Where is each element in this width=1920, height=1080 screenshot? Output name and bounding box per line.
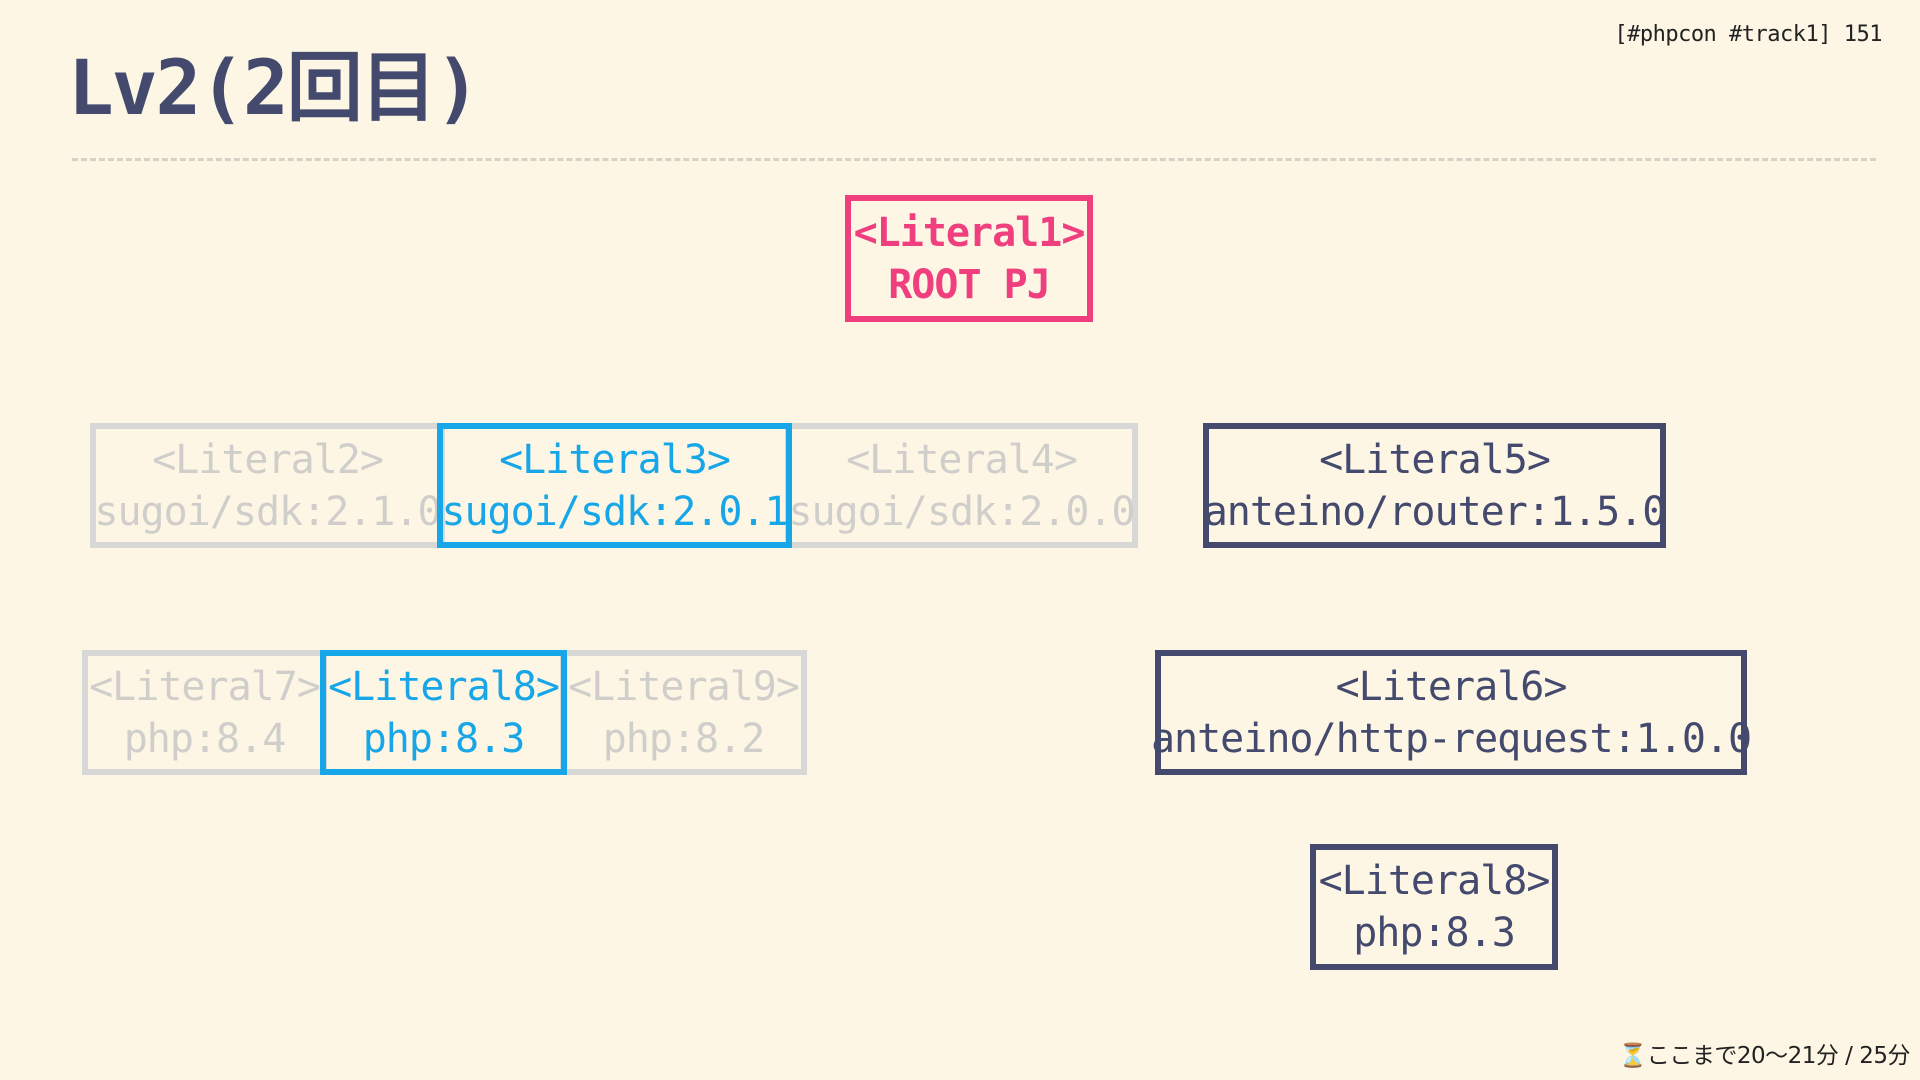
node-label: <Literal8> — [1318, 858, 1551, 904]
node-value: ROOT PJ — [888, 261, 1051, 308]
node-literal9-faded: <Literal9> php:8.2 — [560, 650, 807, 775]
node-literal7-faded: <Literal7> php:8.4 — [82, 650, 327, 775]
node-literal6: <Literal6> anteino/http-request:1.0.0 — [1151, 650, 1752, 775]
node-literal8-dependency: <Literal8> php:8.3 — [1310, 844, 1558, 970]
node-value: sugoi/sdk:2.0.0 — [788, 488, 1135, 535]
node-label: <Literal8> — [328, 663, 560, 710]
node-literal2-faded: <Literal2> sugoi/sdk:2.1.0 — [90, 423, 445, 548]
node-label: <Literal9> — [568, 663, 800, 710]
node-value: anteino/http-request:1.0.0 — [1150, 715, 1752, 762]
title-divider — [72, 158, 1876, 161]
node-literal8-selected: <Literal8> php:8.3 — [320, 650, 567, 775]
node-value: php:8.3 — [1353, 910, 1516, 956]
node-value: php:8.2 — [602, 715, 766, 762]
node-literal1-root: <Literal1> ROOT PJ — [845, 195, 1093, 322]
node-value: sugoi/sdk:2.1.0 — [94, 488, 441, 535]
node-literal3-selected: <Literal3> sugoi/sdk:2.0.1 — [437, 423, 792, 548]
node-label: <Literal4> — [846, 436, 1078, 483]
node-label: <Literal7> — [89, 663, 321, 710]
node-literal4-faded: <Literal4> sugoi/sdk:2.0.0 — [785, 423, 1138, 548]
node-label: <Literal3> — [499, 436, 731, 483]
node-value: php:8.4 — [123, 715, 287, 762]
node-value: php:8.3 — [362, 715, 526, 762]
node-label: <Literal2> — [152, 436, 384, 483]
timer-text: ⏳ここまで20〜21分 / 25分 — [1618, 1043, 1911, 1069]
slide-meta: [#phpcon #track1] 151 — [1614, 22, 1882, 47]
node-label: <Literal5> — [1319, 436, 1551, 483]
node-literal5: <Literal5> anteino/router:1.5.0 — [1203, 423, 1666, 548]
node-value: anteino/router:1.5.0 — [1203, 488, 1667, 535]
node-label: <Literal1> — [853, 209, 1086, 256]
node-label: <Literal6> — [1335, 663, 1568, 710]
node-value: sugoi/sdk:2.0.1 — [441, 488, 788, 535]
slide-title: Lv2(2回目) — [68, 43, 481, 132]
